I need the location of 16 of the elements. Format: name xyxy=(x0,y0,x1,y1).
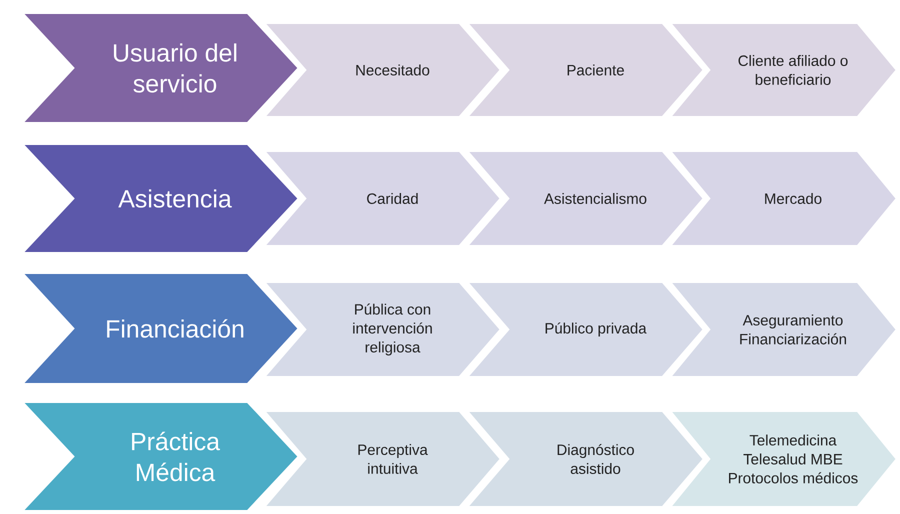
row-heading-block: Asistencia xyxy=(20,143,300,254)
stage-block: Caridad xyxy=(262,150,502,247)
stage-block: Necesitado xyxy=(262,22,502,118)
row-heading-block: Usuario del servicio xyxy=(20,12,300,124)
stage-block: Paciente xyxy=(465,22,705,118)
stage-block: Telemedicina Telesalud MBE Protocolos médicos xyxy=(668,410,898,508)
stage-block: Diagnóstico asistido xyxy=(465,410,705,508)
stage-block: Perceptiva intuitiva xyxy=(262,410,502,508)
stage-block: Público privada xyxy=(465,281,705,378)
stage-block: Pública con intervención religiosa xyxy=(262,281,502,378)
stage-block: Cliente afiliado o beneficiario xyxy=(668,22,898,118)
stage-block: Aseguramiento Financiarización xyxy=(668,281,898,378)
stage-block: Asistencialismo xyxy=(465,150,705,247)
row-heading-block: Financiación xyxy=(20,272,300,385)
stage-block: Mercado xyxy=(668,150,898,247)
row-heading-block: Práctica Médica xyxy=(20,401,300,512)
